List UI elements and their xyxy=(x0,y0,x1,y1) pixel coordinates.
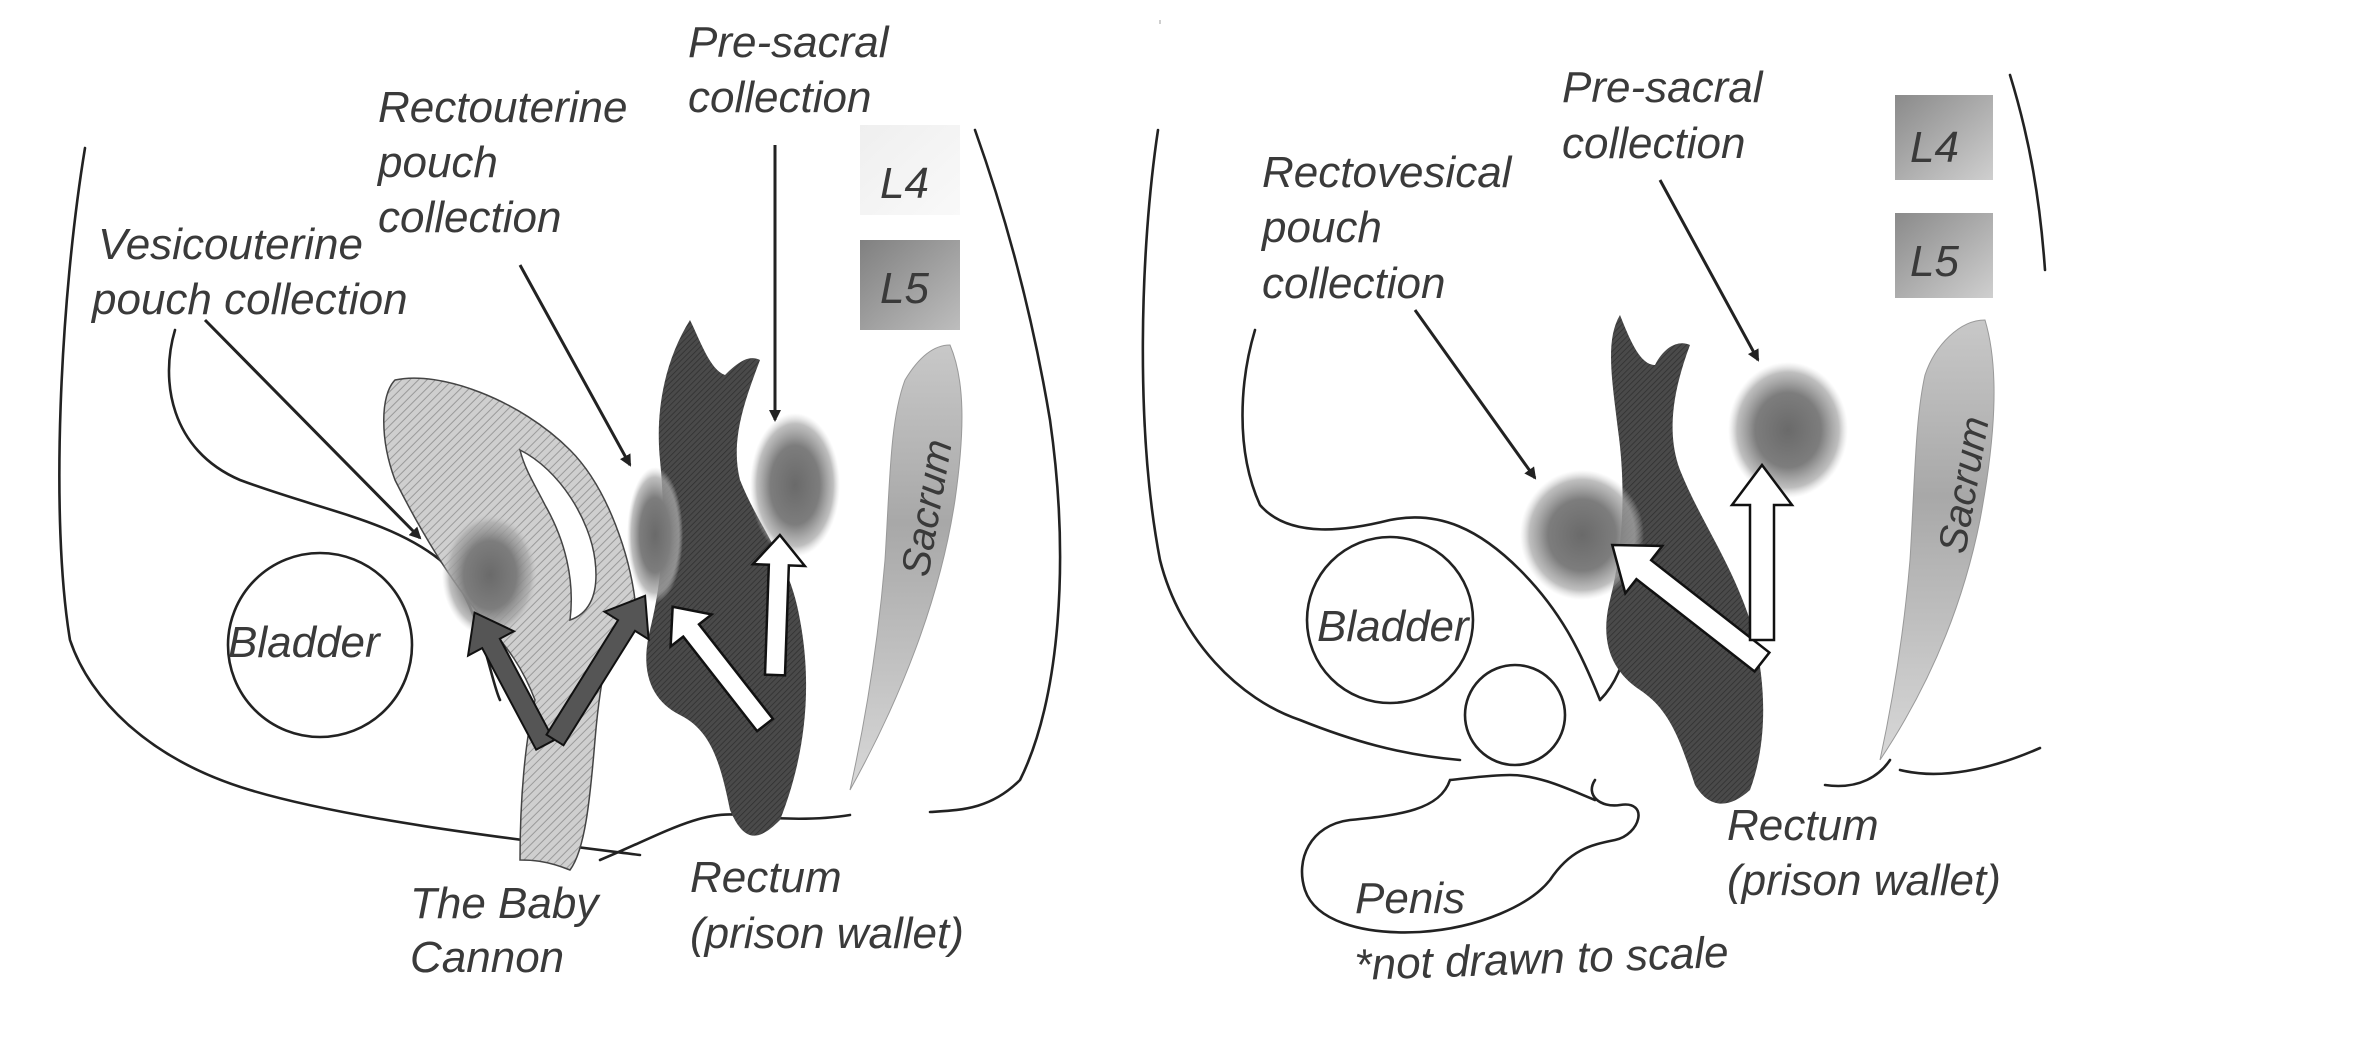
female-rectum xyxy=(646,320,807,836)
male-peritoneum-line xyxy=(1241,328,1602,702)
female-rectouterine-label-1: Rectouterine xyxy=(378,83,627,132)
male-l5-box xyxy=(1895,213,1993,298)
male-presacral-collection xyxy=(1728,362,1848,498)
male-presacral-label-2: collection xyxy=(1562,119,1745,168)
female-drain-arrow-presacral xyxy=(750,533,808,677)
female-rectouterine-label-2: pouch xyxy=(376,138,498,187)
female-vesicouterine-pointer xyxy=(203,318,422,540)
male-rectovesical-label-3: collection xyxy=(1262,259,1445,308)
male-body-outline xyxy=(1141,128,1462,762)
female-bladder xyxy=(226,551,414,739)
male-l5-label: L5 xyxy=(1910,237,1959,286)
female-panel: Pre-sacral collection Rectouterine pouch… xyxy=(58,18,1062,982)
male-floor-line xyxy=(1823,746,2042,788)
male-rectovesical-label-1: Rectovesical xyxy=(1262,148,1513,197)
female-l5-label: L5 xyxy=(880,264,929,313)
male-rectovesical-collection xyxy=(1520,470,1644,600)
female-drain-arrow-uterine xyxy=(545,594,650,747)
male-rectum xyxy=(1606,315,1764,804)
male-rectovesical-pointer xyxy=(1413,309,1537,480)
male-penis-label: Penis xyxy=(1355,874,1465,923)
male-presacral-pointer xyxy=(1658,179,1760,362)
male-bladder xyxy=(1305,535,1475,705)
female-back-outline xyxy=(928,128,1062,814)
female-baby-cannon-label-2: Cannon xyxy=(410,933,564,982)
male-penis-outline xyxy=(1300,773,1640,934)
female-rectouterine-collection xyxy=(627,467,683,603)
female-drain-arrow-vesicouterine xyxy=(466,611,556,752)
female-presacral-collection xyxy=(750,413,840,557)
female-vesicouterine-label-1: Vesicouterine xyxy=(98,220,363,269)
male-rectovesical-label-2: pouch xyxy=(1260,203,1382,252)
female-vesicouterine-label-2: pouch collection xyxy=(90,275,408,324)
female-uterine-cavity xyxy=(518,448,597,622)
female-bladder-label: Bladder xyxy=(228,618,382,667)
male-presacral-label-1: Pre-sacral xyxy=(1562,63,1764,112)
male-sacrum xyxy=(1879,319,1995,761)
female-sacrum xyxy=(849,344,963,791)
female-presacral-label-1: Pre-sacral xyxy=(688,18,890,67)
male-rectum-label-1: Rectum xyxy=(1727,801,1879,850)
female-rectouterine-pointer xyxy=(518,264,632,467)
female-baby-cannon-label-1: The Baby xyxy=(410,879,601,928)
male-prostate xyxy=(1463,663,1567,767)
female-presacral-label-2: collection xyxy=(688,73,871,122)
female-l5-box xyxy=(860,240,960,330)
female-rectouterine-label-3: collection xyxy=(378,193,561,242)
male-footnote: *not drawn to scale xyxy=(1354,928,1730,990)
female-l4-label: L4 xyxy=(880,159,929,208)
male-l4-box xyxy=(1895,95,1993,180)
female-vesicouterine-collection xyxy=(442,513,538,637)
male-back-outline xyxy=(2008,73,2047,272)
male-bladder-label: Bladder xyxy=(1317,602,1471,651)
male-panel: Pre-sacral collection Rectovesical pouch… xyxy=(1141,63,2047,990)
male-l4-label: L4 xyxy=(1910,123,1959,172)
female-drain-arrow-rectouterine xyxy=(669,605,775,733)
male-rectum-label-2: (prison wallet) xyxy=(1727,856,2001,905)
female-rectum-label-1: Rectum xyxy=(690,853,842,902)
female-l4-box xyxy=(860,125,960,215)
male-drain-arrow-presacral xyxy=(1729,462,1795,642)
female-body-outline xyxy=(58,146,642,857)
female-rectum-label-2: (prison wallet) xyxy=(690,909,964,958)
